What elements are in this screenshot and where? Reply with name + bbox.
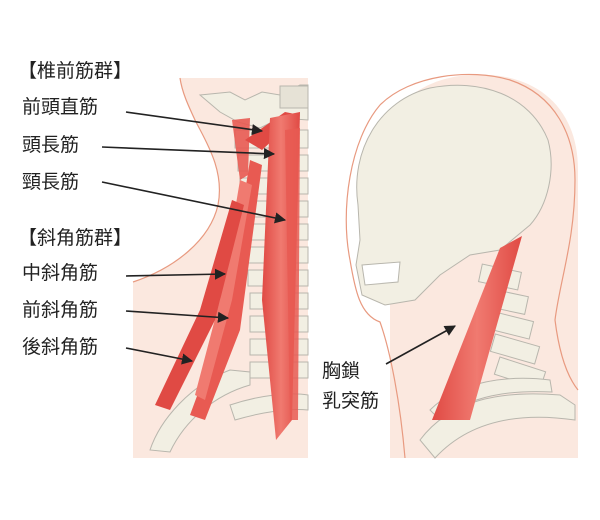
label-scm-line1: 胸鎖 [322,360,361,382]
muscles [155,112,300,440]
group-title-scalene: 【斜角筋群】 [18,227,133,249]
group-title-prevertebral: 【椎前筋群】 [18,60,133,82]
label-longus-colli: 頸長筋 [22,171,80,193]
label-scm-line2: 乳突筋 [322,390,380,412]
anterior-neck-view [132,77,309,458]
pointer-arrows [101,111,456,365]
label-posterior-scalene: 後斜角筋 [22,336,99,358]
sternocleidomastoid-muscle [432,236,522,420]
label-anterior-scalene: 前斜角筋 [22,299,99,321]
lateral-head-view [345,73,579,459]
label-longus-capitis: 頭長筋 [22,134,80,156]
label-middle-scalene: 中斜角筋 [22,262,99,284]
label-rectus-capitis-anterior: 前頭直筋 [22,96,99,118]
